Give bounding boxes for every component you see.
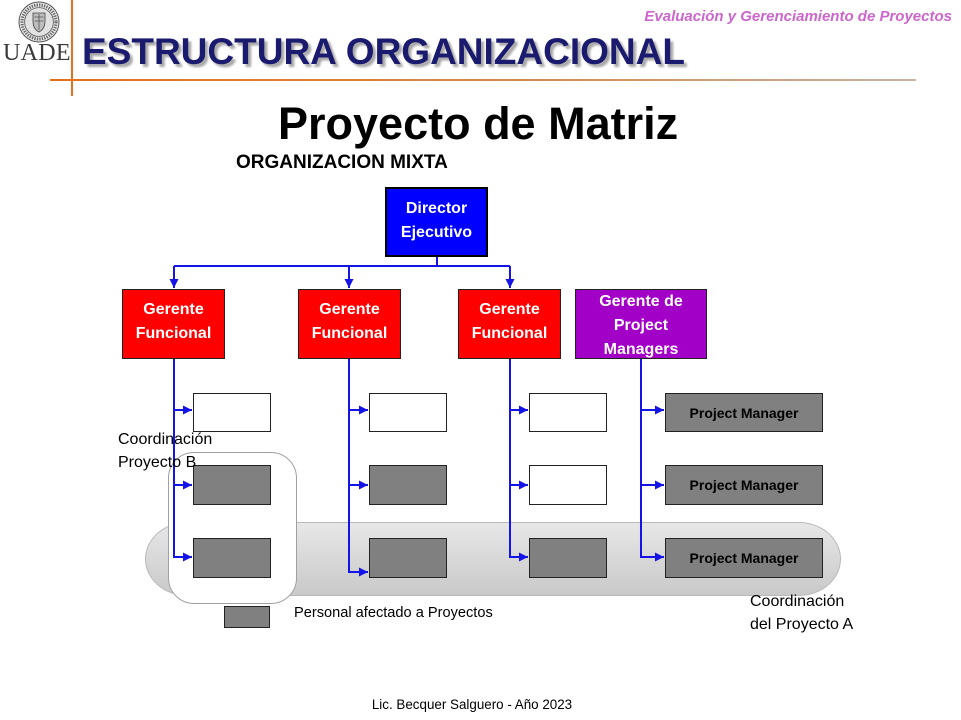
slide-subheading: ORGANIZACION MIXTA (236, 152, 448, 173)
project-b-coordination-line-2: Proyecto B (118, 454, 197, 471)
staff-box-area-2-row-2 (369, 465, 447, 505)
functional-manager-label-line-1: Gerente (479, 301, 540, 318)
trunk-functional-3 (509, 359, 528, 562)
director-label-line-1: Director (405, 199, 468, 217)
project-a-coordination-line-2: del Proyecto A (750, 616, 854, 633)
staff-box-area-1-row-2 (193, 465, 271, 505)
project-manager-label: Project Manager (689, 550, 799, 566)
project-manager-box-1: Project Manager (665, 393, 823, 432)
functional-manager-label-line-2: Funcional (135, 325, 212, 342)
pm-manager-box: Gerente de Project Managers (575, 289, 707, 359)
staff-box-area-3-row-3 (529, 538, 607, 578)
staff-box-area-1-row-1 (193, 393, 271, 432)
course-name: Evaluación y Gerenciamiento de Proyectos (644, 8, 952, 25)
staff-box-area-2-row-1 (369, 393, 447, 432)
header-vertical-divider (71, 0, 73, 96)
staff-box-area-1-row-3 (193, 538, 271, 578)
university-seal-icon (18, 1, 60, 43)
slide-footer: Lic. Becquer Salguero - Año 2023 (371, 697, 573, 712)
functional-manager-label-line-1: Gerente (319, 301, 380, 318)
slide-heading: Proyecto de Matriz (278, 98, 679, 149)
trunk-pm-manager (640, 359, 664, 562)
functional-manager-box-1: Gerente Funcional (122, 289, 225, 359)
staff-box-area-2-row-3 (369, 538, 447, 578)
functional-manager-label-line-1: Gerente (143, 301, 204, 318)
header-horizontal-divider (50, 79, 916, 81)
project-b-coordination-line-1: Coordinación (118, 431, 213, 448)
functional-manager-box-3: Gerente Funcional (458, 289, 561, 359)
pm-manager-label-line-3: Managers (603, 341, 679, 358)
pm-manager-label-line-1: Gerente de (599, 293, 683, 310)
university-logo: UADE (2, 0, 71, 70)
trunk-functional-2 (348, 359, 368, 577)
legend-label: Personal afectado a Proyectos (294, 605, 493, 621)
staff-box-area-3-row-2 (529, 465, 607, 505)
project-manager-box-2: Project Manager (665, 465, 823, 505)
project-a-coordination-label: Coordinación del Proyecto A (750, 590, 853, 636)
trunk-functional-1 (173, 359, 192, 562)
functional-manager-box-2: Gerente Funcional (298, 289, 401, 359)
project-manager-box-3: Project Manager (665, 538, 823, 578)
legend-swatch (224, 606, 270, 628)
director-box: Director Ejecutivo (385, 187, 488, 257)
staff-box-area-3-row-1 (529, 393, 607, 432)
project-a-coordination-line-1: Coordinación (750, 593, 845, 610)
project-manager-label: Project Manager (689, 404, 799, 421)
director-label-line-2: Ejecutivo (400, 223, 473, 241)
project-b-coordination-label: Coordinación Proyecto B (118, 428, 212, 474)
pm-manager-label-line-2: Project (613, 317, 669, 334)
project-manager-label: Project Manager (689, 477, 799, 493)
functional-manager-label-line-2: Funcional (471, 325, 548, 342)
functional-manager-label-line-2: Funcional (311, 325, 388, 342)
slide-section-title: ESTRUCTURA ORGANIZACIONAL (82, 31, 685, 72)
logo-wordmark: UADE (3, 40, 71, 66)
